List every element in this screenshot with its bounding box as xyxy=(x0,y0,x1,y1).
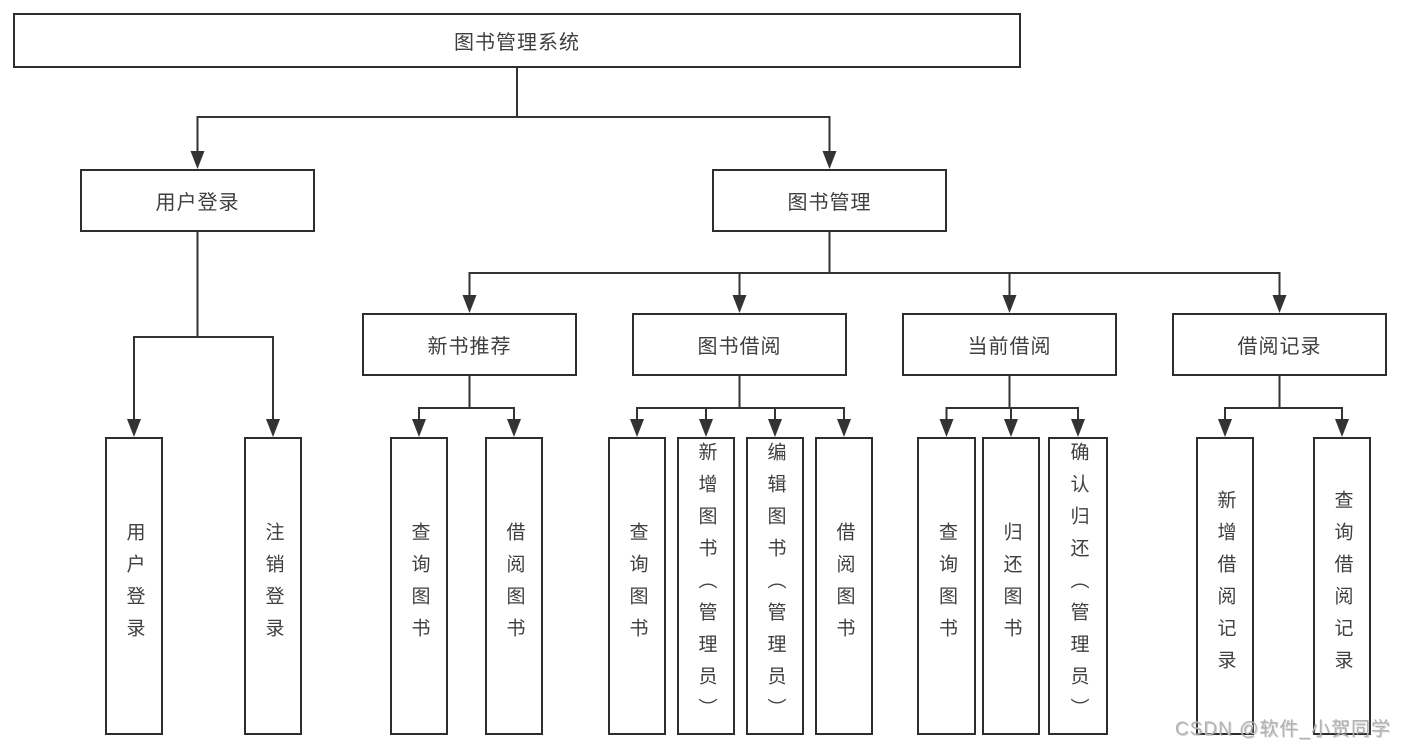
node-label: 查询图书 xyxy=(936,522,957,650)
node-label: 图书借阅 xyxy=(697,336,782,358)
node-bb-query-book: 查询图书 xyxy=(608,437,666,735)
node-user-login: 用户登录 xyxy=(80,169,315,232)
node-book-management: 图书管理 xyxy=(712,169,947,232)
node-nb-query-book: 查询图书 xyxy=(390,437,448,735)
watermark: CSDN @软件_小贺同学 xyxy=(1175,719,1391,740)
node-label: 用户登录 xyxy=(155,192,240,214)
node-current-borrow: 当前借阅 xyxy=(902,313,1117,376)
node-bb-add-book: 新增图书（管理员） xyxy=(677,437,735,735)
node-label: 编辑图书（管理员） xyxy=(764,442,786,730)
node-label: 图书管理系统 xyxy=(454,32,580,54)
node-label: 确认归还（管理员） xyxy=(1067,442,1089,730)
node-bb-borrow-book: 借阅图书 xyxy=(815,437,873,735)
node-cb-confirm-return: 确认归还（管理员） xyxy=(1048,437,1108,735)
node-label: 查询图书 xyxy=(626,522,648,650)
node-book-borrow: 图书借阅 xyxy=(632,313,847,376)
node-root: 图书管理系统 xyxy=(13,13,1021,68)
node-label: 图书管理 xyxy=(787,192,872,214)
node-label: 查询图书 xyxy=(408,522,430,650)
node-borrow-records: 借阅记录 xyxy=(1172,313,1387,376)
node-label: 注销登录 xyxy=(262,522,284,650)
node-label: 用户登录 xyxy=(123,522,145,650)
node-label: 借阅图书 xyxy=(503,522,525,650)
node-label: 新增借阅记录 xyxy=(1214,490,1236,682)
node-label: 归还图书 xyxy=(1000,522,1022,650)
node-label: 查询借阅记录 xyxy=(1331,490,1353,682)
node-nb-borrow-book: 借阅图书 xyxy=(485,437,543,735)
node-br-add-record: 新增借阅记录 xyxy=(1196,437,1254,735)
node-label: 新书推荐 xyxy=(427,336,512,358)
node-br-query-record: 查询借阅记录 xyxy=(1313,437,1371,735)
node-logout-leaf: 注销登录 xyxy=(244,437,302,735)
node-label: 新增图书（管理员） xyxy=(695,442,717,730)
node-label: 当前借阅 xyxy=(967,336,1052,358)
node-label: 借阅图书 xyxy=(833,522,855,650)
node-cb-query-book: 查询图书 xyxy=(917,437,976,735)
node-cb-return-book: 归还图书 xyxy=(982,437,1040,735)
node-bb-edit-book: 编辑图书（管理员） xyxy=(746,437,804,735)
node-label: 借阅记录 xyxy=(1237,336,1322,358)
node-new-book-recommend: 新书推荐 xyxy=(362,313,577,376)
node-user-login-leaf: 用户登录 xyxy=(105,437,163,735)
